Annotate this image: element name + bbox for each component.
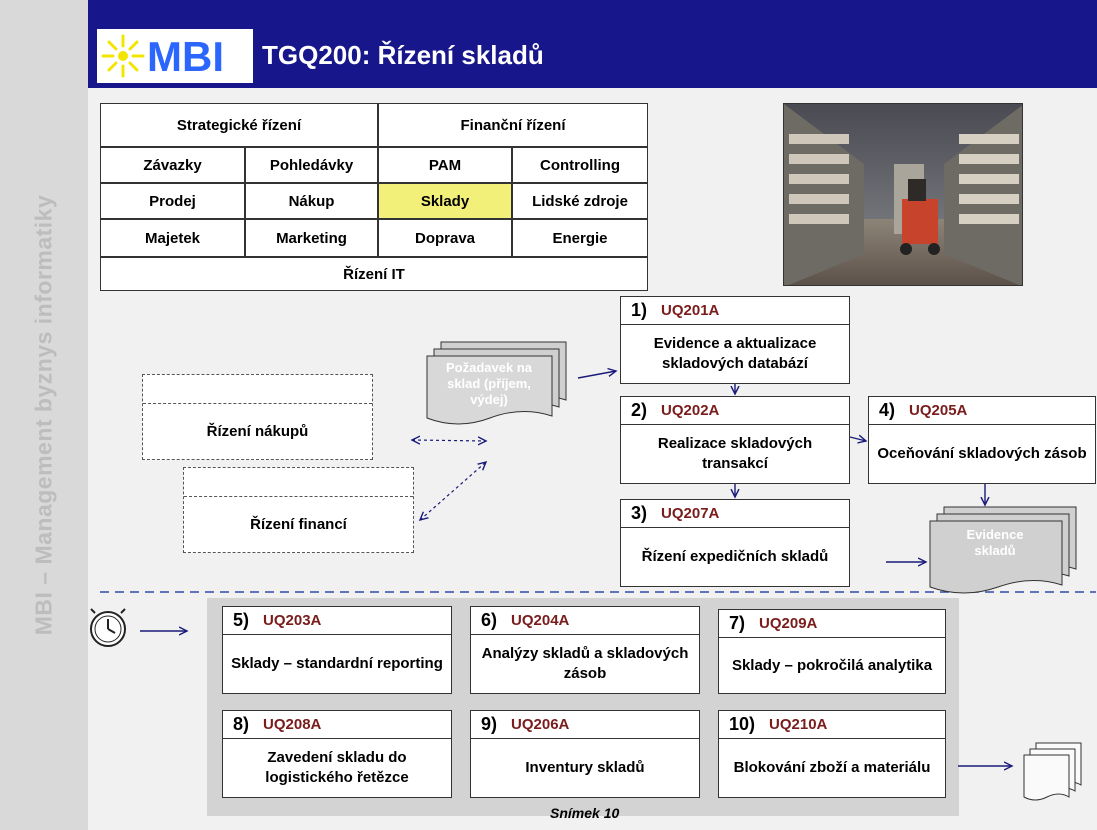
slide-footer: Snímek 10 bbox=[550, 805, 620, 821]
step-number: 2) bbox=[631, 400, 648, 420]
step-text: Řízení expedičních skladů bbox=[641, 548, 829, 565]
arrow-finance-request bbox=[420, 462, 486, 520]
task-number: 7) bbox=[729, 613, 746, 633]
step-code: UQ207A bbox=[661, 505, 720, 522]
arrow-request-to-step1 bbox=[577, 371, 616, 379]
task-code: UQ210A bbox=[769, 716, 828, 733]
task-code: UQ206A bbox=[511, 716, 570, 733]
cell-financial: Finanční řízení bbox=[378, 103, 648, 147]
task-code: UQ208A bbox=[263, 716, 322, 733]
task-7-box: 7) UQ209A Sklady – pokročilá analytika bbox=[718, 609, 946, 694]
logo: MBI bbox=[97, 29, 253, 83]
cell-sklady-highlighted: Sklady bbox=[378, 183, 512, 219]
sun-icon bbox=[101, 34, 145, 78]
cell-strategic: Strategické řízení bbox=[100, 103, 378, 147]
step-number: 4) bbox=[879, 400, 896, 420]
task-code: UQ203A bbox=[263, 612, 322, 629]
task-text: Blokování zboží a materiálu bbox=[733, 759, 931, 776]
task-text: Sklady – standardní reporting bbox=[231, 655, 443, 672]
task-number: 8) bbox=[233, 714, 250, 734]
cell-pam: PAM bbox=[378, 147, 512, 183]
clock-icon bbox=[90, 608, 126, 647]
arrow-step2-to-step4 bbox=[849, 437, 866, 441]
task-number: 10) bbox=[729, 714, 756, 734]
step-text: Realizace skladových transakcí bbox=[657, 435, 813, 472]
step-number: 3) bbox=[631, 503, 648, 523]
task-9-box: 9) UQ206A Inventury skladů bbox=[470, 710, 700, 798]
finance-box: Řízení financí bbox=[183, 467, 414, 553]
step-3-box: 3) UQ207A Řízení expedičních skladů bbox=[620, 499, 850, 587]
sidebar: MBI – Management byznys informatiky bbox=[0, 0, 89, 830]
cell-majetek: Majetek bbox=[100, 219, 245, 257]
cell-rizeni-it: Řízení IT bbox=[100, 257, 648, 291]
step-code: UQ205A bbox=[909, 402, 968, 419]
output-document-icon bbox=[1023, 742, 1082, 801]
step-text: Evidence a aktualizace skladových databá… bbox=[653, 335, 817, 372]
evidence-document-icon bbox=[929, 506, 1077, 594]
task-number: 6) bbox=[481, 610, 498, 630]
task-8-box: 8) UQ208A Zavedení skladu do logistického… bbox=[222, 710, 452, 798]
page-title: TGQ200: Řízení skladů bbox=[262, 40, 544, 70]
cell-zavazky: Závazky bbox=[100, 147, 245, 183]
task-number: 5) bbox=[233, 610, 250, 630]
step-4-box: 4) UQ205A Oceňování skladových zásob bbox=[868, 396, 1096, 484]
cell-prodej: Prodej bbox=[100, 183, 245, 219]
cell-doprava: Doprava bbox=[378, 219, 512, 257]
request-document-icon bbox=[426, 341, 567, 425]
cell-nakup: Nákup bbox=[245, 183, 378, 219]
arrow-purchasing-request bbox=[412, 440, 486, 441]
task-number: 9) bbox=[481, 714, 498, 734]
task-text: Sklady – pokročilá analytika bbox=[731, 656, 933, 674]
warehouse-photo bbox=[783, 103, 1023, 286]
title-bar bbox=[88, 0, 1097, 88]
cell-lidske-zdroje: Lidské zdroje bbox=[512, 183, 648, 219]
step-2-box: 2) UQ202A Realizace skladových transakcí bbox=[620, 396, 850, 484]
logo-text: MBI bbox=[147, 33, 224, 80]
finance-label: Řízení financí bbox=[250, 515, 347, 533]
cell-energie: Energie bbox=[512, 219, 648, 257]
step-code: UQ201A bbox=[661, 302, 720, 319]
step-text: Oceňování skladových zásob bbox=[877, 445, 1087, 462]
step-1-box: 1) UQ201A Evidence a aktualizace skladový… bbox=[620, 296, 850, 384]
task-text: Inventury skladů bbox=[525, 759, 645, 776]
cell-pohledavky: Pohledávky bbox=[245, 147, 378, 183]
cell-marketing: Marketing bbox=[245, 219, 378, 257]
purchasing-label: Řízení nákupů bbox=[206, 422, 309, 440]
task-10-box: 10) UQ210A Blokování zboží a materiálu bbox=[718, 710, 946, 798]
request-document-label: Požadavek na sklad (příjem, výdej) bbox=[446, 360, 532, 407]
cell-controlling: Controlling bbox=[512, 147, 648, 183]
task-text: Zavedení skladu do logistického řetězce bbox=[265, 749, 409, 786]
task-6-box: 6) UQ204A Analýzy skladů a skladových zás… bbox=[470, 606, 700, 694]
task-code: UQ209A bbox=[759, 615, 818, 632]
task-code: UQ204A bbox=[511, 612, 570, 629]
step-number: 1) bbox=[631, 300, 648, 320]
evidence-document-label: Evidence skladů bbox=[966, 527, 1024, 558]
step-code: UQ202A bbox=[661, 402, 720, 419]
purchasing-box: Řízení nákupů bbox=[142, 374, 373, 460]
task-5-box: 5) UQ203A Sklady – standardní reporting bbox=[222, 606, 452, 694]
task-text: Analýzy skladů a skladových zásob bbox=[481, 645, 689, 682]
